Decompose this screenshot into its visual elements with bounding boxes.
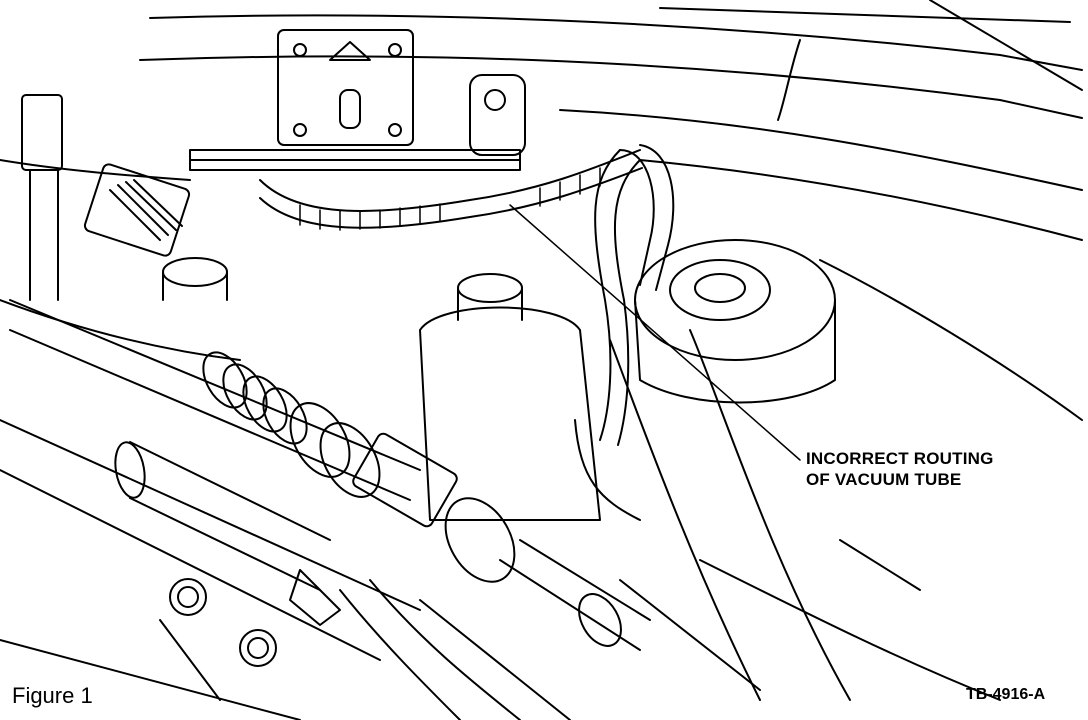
bosses xyxy=(162,257,601,521)
fender-contours xyxy=(0,0,1083,421)
figure-caption: Figure 1 xyxy=(12,683,93,708)
callout-leader xyxy=(509,204,801,461)
lower-assembly xyxy=(0,299,651,720)
lower-right-frame xyxy=(619,539,1001,701)
left-rod-assembly xyxy=(21,94,191,301)
wiring-harness xyxy=(259,144,675,291)
coil-spring xyxy=(202,351,308,445)
callout-line-2: OF VACUUM TUBE xyxy=(806,470,962,489)
callout-line-1: INCORRECT ROUTING xyxy=(806,449,994,468)
bolts xyxy=(0,578,301,720)
top-housing xyxy=(189,29,526,171)
figure-code: TB-4916-A xyxy=(966,686,1046,703)
callout-label: INCORRECT ROUTING OF VACUUM TUBE xyxy=(806,448,994,490)
canister xyxy=(634,239,836,404)
vacuum-tube xyxy=(594,149,641,446)
large-hose xyxy=(574,329,851,701)
